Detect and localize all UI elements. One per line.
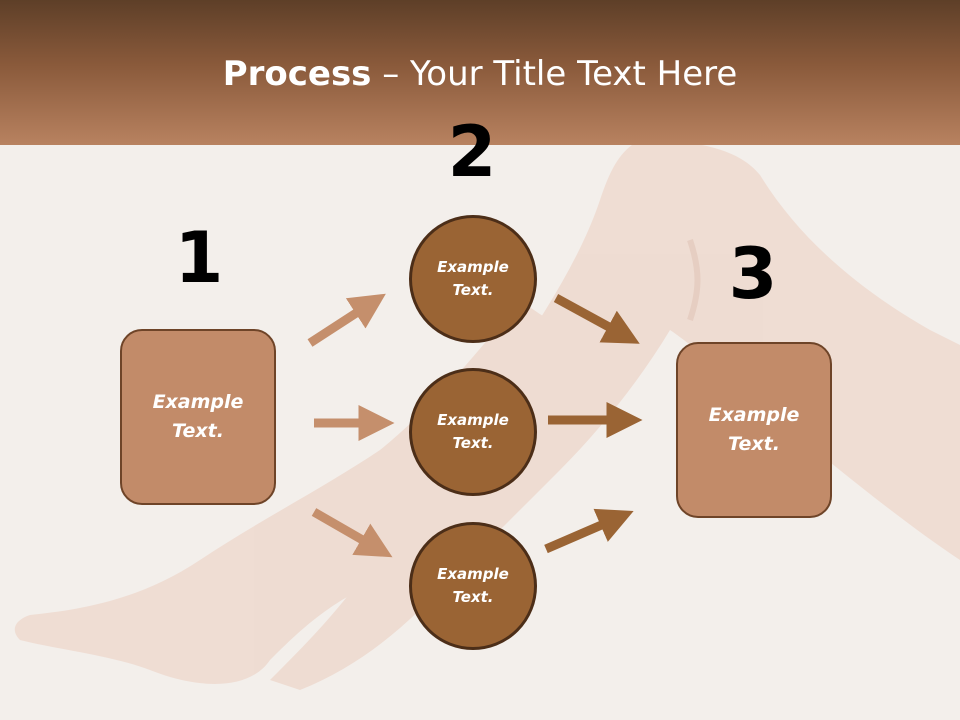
step3-box-line2: Text. [728, 433, 780, 455]
step-number-3: 3 [728, 233, 778, 315]
circle-top-line2: Text. [452, 281, 494, 299]
circle-top-line1: Example [437, 258, 509, 276]
title-bar [0, 0, 960, 145]
step2-circle-middle: Example Text. [409, 368, 537, 496]
circle-bottom-line1: Example [437, 565, 509, 583]
step2-circle-bottom: Example Text. [409, 522, 537, 650]
arrow-box1-to-circle3 [311, 508, 393, 558]
title-bold: Process [222, 54, 372, 94]
title-rest: – Your Title Text Here [371, 54, 738, 94]
arrow-circle3-to-box3 [544, 508, 634, 554]
arrow-box1-to-circle1 [307, 293, 386, 347]
step1-box-line2: Text. [172, 420, 224, 442]
page-title: Process – Your Title Text Here [0, 52, 960, 96]
step-number-2: 2 [447, 111, 497, 193]
arrow-circle1-to-box3 [553, 294, 640, 344]
step-number-1: 1 [174, 217, 224, 299]
circle-middle-line1: Example [437, 411, 509, 429]
step3-box-line1: Example [708, 404, 800, 426]
step2-circle-top: Example Text. [409, 215, 537, 343]
step3-box: Example Text. [676, 342, 832, 518]
step1-box: Example Text. [120, 329, 276, 505]
circle-middle-line2: Text. [452, 434, 494, 452]
step1-box-line1: Example [152, 391, 244, 413]
circle-bottom-line2: Text. [452, 588, 494, 606]
